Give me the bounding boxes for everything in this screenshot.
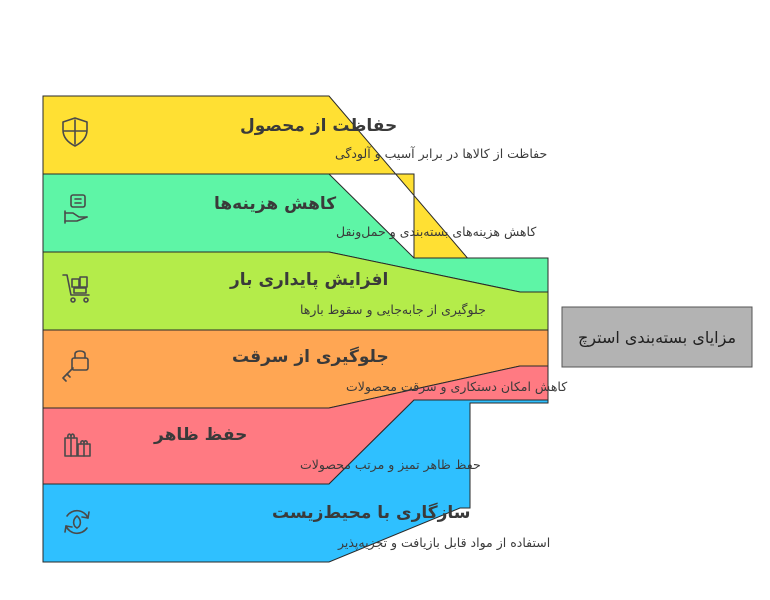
benefit-desc: حفاظت از کالاها در برابر آسیب و آلودگی (335, 146, 547, 162)
benefit-title: جلوگیری از سرقت (232, 346, 389, 367)
benefit-title: حفاظت از محصول (240, 116, 397, 136)
benefit-text-5: حفظ ظاهر حفظ ظاهر تمیز و مرتب محصولات (153, 425, 481, 473)
target-box (561, 306, 753, 368)
band-shape (42, 399, 549, 563)
cost-reduction-icon (64, 194, 88, 224)
cart-load-icon (62, 274, 90, 303)
benefit-title: سازگاری با محیط‌زیست (272, 502, 471, 523)
shield-icon (62, 117, 88, 147)
gift-boxes-icon (64, 433, 91, 457)
benefit-title: کاهش هزینه‌ها (214, 194, 336, 214)
benefit-desc: حفظ ظاهر تمیز و مرتب محصولات (300, 457, 481, 473)
benefit-desc: استفاده از مواد قابل بازیافت و تجزیه‌پذی… (337, 535, 550, 551)
benefit-text-2: کاهش هزینه‌ها کاهش هزینه‌های بسته‌بندی و… (214, 194, 536, 240)
lock-key-icon (62, 350, 89, 382)
benefit-title: افزایش پایداری بار (229, 270, 388, 290)
target-node: مزایای بسته‌بندی استرچ (561, 306, 753, 368)
benefit-text-3: افزایش پایداری بار جلوگیری از جابه‌جایی … (229, 270, 486, 318)
benefit-desc: کاهش امکان دستکاری و سرقت محصولات (346, 379, 567, 395)
recycle-leaf-icon (64, 509, 90, 535)
target-label: مزایای بسته‌بندی استرچ (578, 328, 736, 348)
benefit-text-6: سازگاری با محیط‌زیست استفاده از مواد قاب… (272, 502, 550, 551)
benefit-band-6 (42, 399, 549, 563)
benefit-title: حفظ ظاهر (153, 425, 247, 445)
benefit-desc: جلوگیری از جابه‌جایی و سقوط بارها (300, 302, 486, 318)
benefit-text-4: جلوگیری از سرقت کاهش امکان دستکاری و سرق… (232, 346, 567, 395)
benefit-text-1: حفاظت از محصول حفاظت از کالاها در برابر … (240, 116, 547, 162)
benefit-desc: کاهش هزینه‌های بسته‌بندی و حمل‌ونقل (336, 224, 536, 240)
